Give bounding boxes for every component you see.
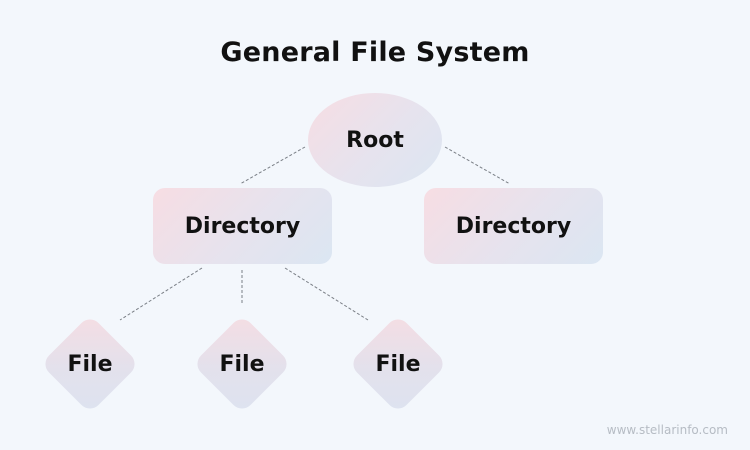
directory-label-left: Directory bbox=[184, 213, 301, 239]
directory-label-right: Directory bbox=[455, 213, 572, 239]
directory-node-right: Directory bbox=[424, 188, 603, 264]
root-label: Root bbox=[346, 127, 404, 153]
file-label-2: File bbox=[219, 351, 265, 377]
edge-directory-to-file-3 bbox=[284, 267, 369, 321]
diagram-title: General File System bbox=[220, 37, 530, 68]
file-label-3: File bbox=[375, 351, 421, 377]
edge-directory-to-file-1 bbox=[119, 267, 203, 321]
edge-root-to-directory-left bbox=[239, 146, 306, 185]
watermark: www.stellarinfo.com bbox=[606, 423, 728, 437]
directory-node-left: Directory bbox=[153, 188, 332, 264]
edge-root-to-directory-right bbox=[444, 146, 511, 185]
root-node: Root bbox=[308, 93, 442, 187]
file-label-1: File bbox=[67, 351, 113, 377]
